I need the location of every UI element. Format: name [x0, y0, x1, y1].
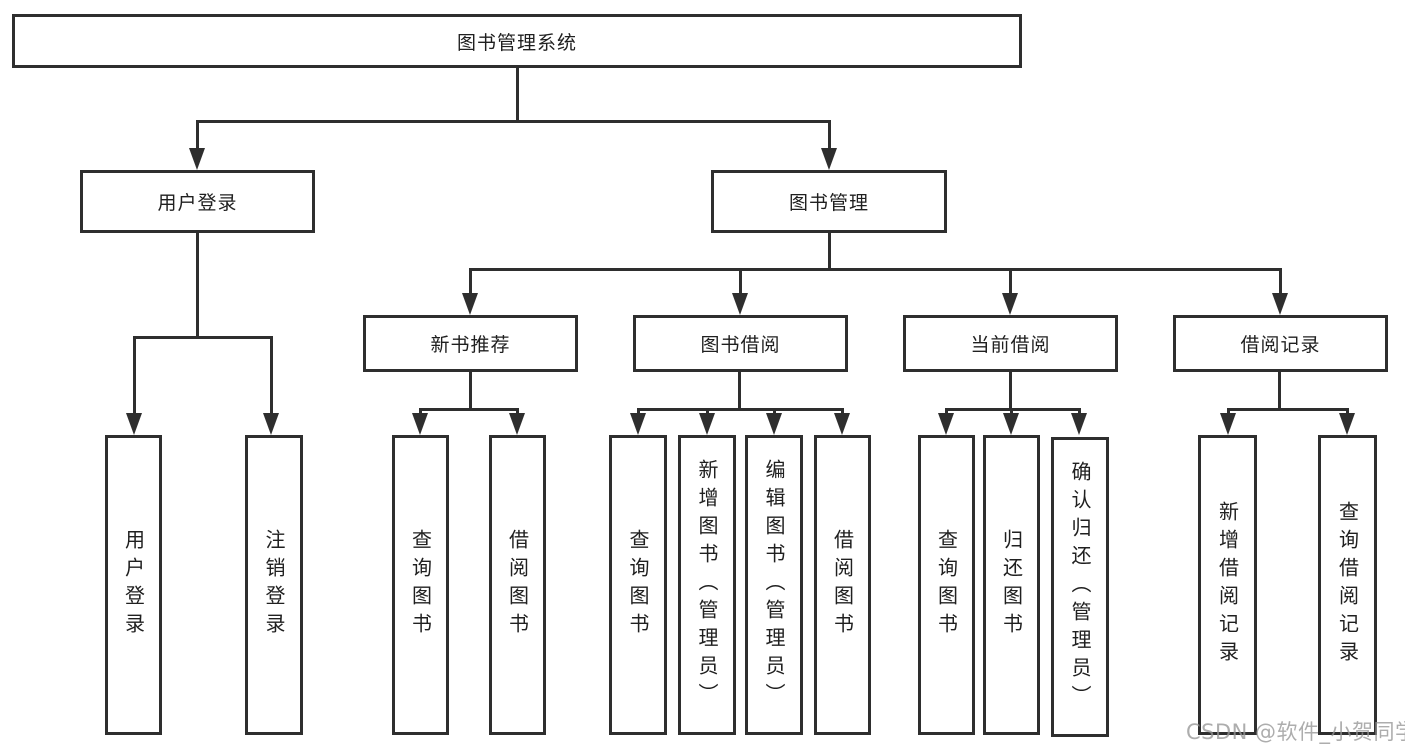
leaf-logout-label: 注销登录: [262, 529, 286, 641]
arrow-down-icon: [1003, 413, 1019, 435]
connector-userlogin-bar: [133, 336, 272, 339]
leaf-cb-confirm-return-admin-label: 确认归还（管理员）: [1068, 461, 1092, 713]
arrow-down-icon: [462, 293, 478, 315]
leaf-bb-borrow-books-label: 借阅图书: [830, 529, 855, 641]
leaf-nbr-borrow-books-label: 借阅图书: [505, 529, 530, 641]
leaf-br-query-record: 查询借阅记录: [1318, 435, 1377, 735]
node-book-management-label: 图书管理: [788, 192, 869, 214]
connector-root-stub-right: [828, 120, 831, 152]
node-book-management: 图书管理: [711, 170, 947, 233]
connector-nbr-bar: [419, 408, 518, 411]
connector-bookmgmt-stem: [828, 233, 831, 271]
leaf-cb-query-books-label: 查询图书: [934, 529, 959, 641]
arrow-down-icon: [1071, 413, 1087, 435]
node-book-borrow-label: 图书借阅: [700, 334, 781, 356]
connector-nbr-stub-1: [419, 408, 422, 416]
arrow-down-icon: [938, 413, 954, 435]
connector-bb-stub-1: [637, 408, 640, 416]
leaf-bb-add-books-admin-label: 新增图书（管理员）: [695, 459, 719, 711]
node-book-borrow: 图书借阅: [633, 315, 848, 372]
node-root-label: 图书管理系统: [456, 31, 577, 54]
connector-userlogin-stem: [196, 233, 199, 339]
node-borrow-record: 借阅记录: [1173, 315, 1388, 372]
arrow-down-icon: [699, 413, 715, 435]
arrow-down-icon: [412, 413, 428, 435]
connector-br-bar: [1227, 408, 1348, 411]
leaf-bb-borrow-books: 借阅图书: [814, 435, 871, 735]
arrow-down-icon: [732, 293, 748, 315]
arrow-down-icon: [1272, 293, 1288, 315]
connector-bb-stub-4: [841, 408, 844, 416]
watermark-text: CSDN @软件_小贺同学: [1186, 720, 1405, 744]
connector-root-stub-left: [196, 120, 199, 152]
connector-cb-stub-2: [1010, 408, 1013, 416]
leaf-bb-query-books-label: 查询图书: [626, 529, 650, 641]
arrow-down-icon: [126, 413, 142, 435]
connector-nbr-stem: [469, 372, 472, 410]
arrow-down-icon: [189, 148, 205, 170]
leaf-nbr-query-books: 查询图书: [392, 435, 449, 735]
connector-cb-stub-1: [945, 408, 948, 416]
connector-bb-stem: [738, 372, 741, 410]
arrow-down-icon: [630, 413, 646, 435]
leaf-br-add-record: 新增借阅记录: [1198, 435, 1257, 735]
leaf-bb-add-books-admin: 新增图书（管理员）: [678, 435, 736, 735]
connector-bookmgmt-stub-1: [469, 268, 472, 296]
connector-br-stub-1: [1227, 408, 1230, 416]
leaf-cb-confirm-return-admin: 确认归还（管理员）: [1051, 437, 1109, 737]
connector-bb-stub-2: [706, 408, 709, 416]
connector-nbr-stub-2: [516, 408, 519, 416]
node-user-login-label: 用户登录: [157, 192, 238, 214]
arrow-down-icon: [1220, 413, 1236, 435]
arrow-down-icon: [834, 413, 850, 435]
connector-bookmgmt-stub-2: [739, 268, 742, 296]
leaf-br-query-record-label: 查询借阅记录: [1335, 501, 1360, 669]
arrow-down-icon: [821, 148, 837, 170]
leaf-bb-edit-books-admin: 编辑图书（管理员）: [745, 435, 803, 735]
connector-bookmgmt-stub-3: [1009, 268, 1012, 296]
leaf-user-login: 用户登录: [105, 435, 162, 735]
leaf-user-login-label: 用户登录: [121, 529, 146, 641]
connector-bookmgmt-stub-4: [1279, 268, 1282, 296]
leaf-nbr-query-books-label: 查询图书: [408, 529, 433, 641]
connector-cb-stub-3: [1078, 408, 1081, 416]
connector-cb-stem: [1009, 372, 1012, 410]
node-new-book-recommend-label: 新书推荐: [430, 334, 511, 356]
leaf-logout: 注销登录: [245, 435, 303, 735]
arrow-down-icon: [1339, 413, 1355, 435]
leaf-br-add-record-label: 新增借阅记录: [1215, 501, 1240, 669]
arrow-down-icon: [509, 413, 525, 435]
leaf-bb-query-books: 查询图书: [609, 435, 667, 735]
node-current-borrow: 当前借阅: [903, 315, 1118, 372]
node-new-book-recommend: 新书推荐: [363, 315, 578, 372]
arrow-down-icon: [1002, 293, 1018, 315]
connector-userlogin-stub-1: [133, 336, 136, 415]
arrow-down-icon: [766, 413, 782, 435]
connector-bb-bar: [637, 408, 843, 411]
connector-root-bar: [196, 120, 831, 123]
connector-bookmgmt-bar: [469, 268, 1282, 271]
leaf-cb-return-books-label: 归还图书: [999, 529, 1024, 641]
node-root: 图书管理系统: [12, 14, 1022, 68]
connector-br-stub-2: [1346, 408, 1349, 416]
leaf-cb-query-books: 查询图书: [918, 435, 975, 735]
node-borrow-record-label: 借阅记录: [1240, 334, 1321, 356]
connector-bb-stub-3: [773, 408, 776, 416]
connector-userlogin-stub-2: [270, 336, 273, 415]
node-user-login: 用户登录: [80, 170, 315, 233]
connector-root-stem: [516, 66, 519, 122]
leaf-bb-edit-books-admin-label: 编辑图书（管理员）: [762, 459, 786, 711]
leaf-cb-return-books: 归还图书: [983, 435, 1040, 735]
node-current-borrow-label: 当前借阅: [970, 334, 1051, 356]
arrow-down-icon: [263, 413, 279, 435]
leaf-nbr-borrow-books: 借阅图书: [489, 435, 546, 735]
connector-br-stem: [1278, 372, 1281, 410]
